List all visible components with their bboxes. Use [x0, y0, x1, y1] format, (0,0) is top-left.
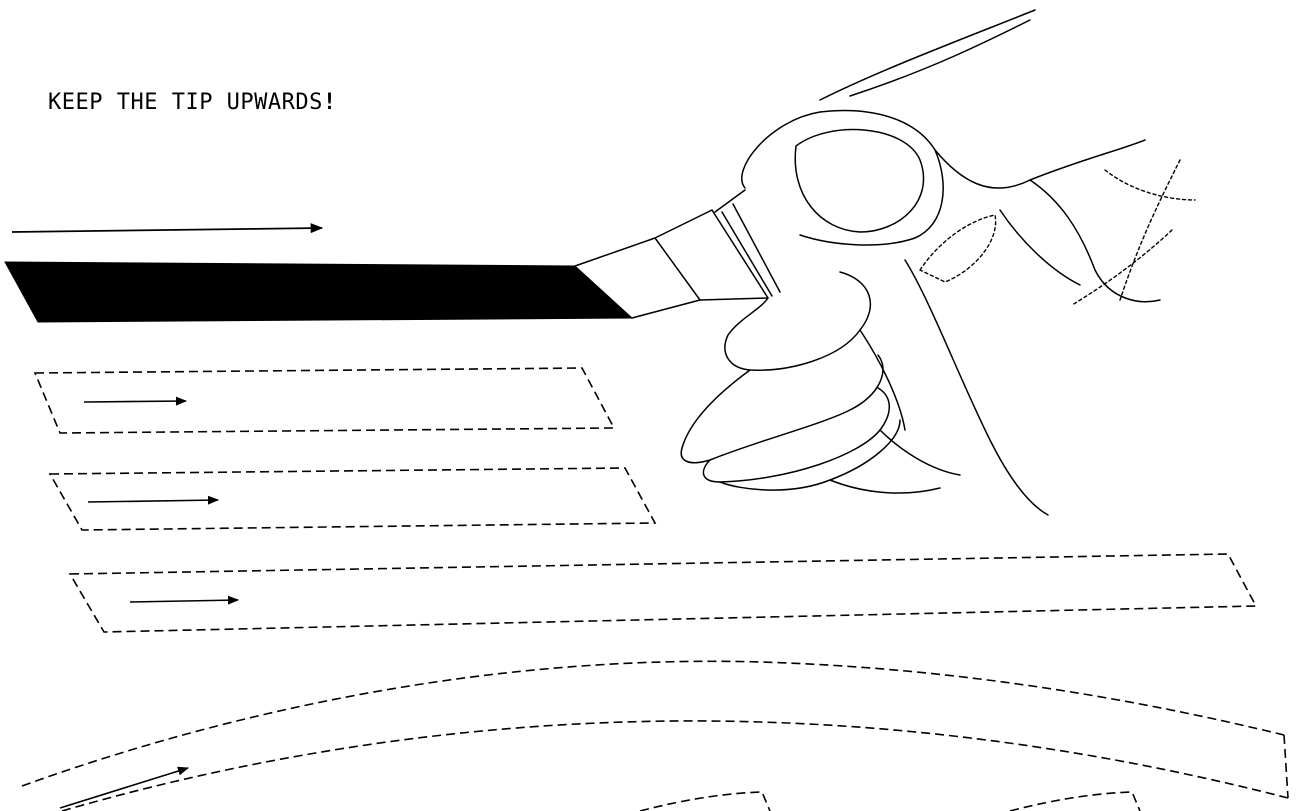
instruction-text: KEEP THE TIP UPWARDS	[48, 90, 323, 115]
instruction-heading: KEEP THE TIP UPWARDS!	[48, 90, 337, 115]
direction-arrow-icon	[129, 595, 240, 605]
direction-arrow-icon	[87, 495, 220, 505]
direction-arrow-icon	[83, 396, 188, 406]
direction-arrow-icon	[59, 766, 190, 809]
completed-stroke-band	[4, 261, 634, 323]
direction-arrow-icon	[11, 223, 324, 234]
hand-holding-tool-icon	[574, 9, 1196, 516]
practice-band-3	[68, 553, 1258, 633]
exclamation-mark: !	[322, 90, 337, 115]
practice-band-1	[33, 367, 616, 434]
practice-band-2	[48, 467, 657, 531]
practice-band-curved	[21, 660, 1289, 811]
